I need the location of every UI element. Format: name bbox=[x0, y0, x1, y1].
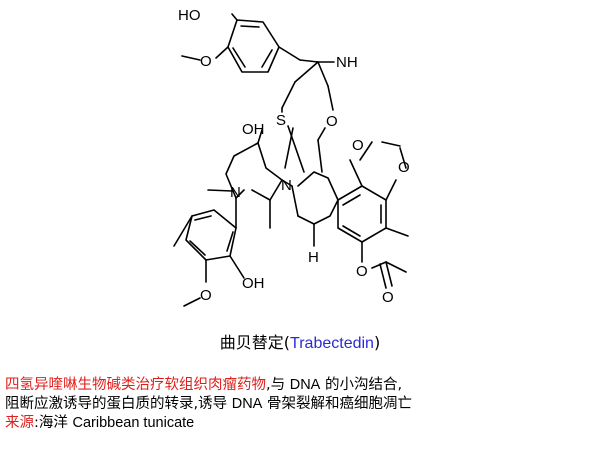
n-main-label: N bbox=[281, 177, 292, 194]
description-line-2-text-b: 骨架裂解和癌细胞凋亡 bbox=[262, 396, 412, 412]
description-line-1-text-b: 的小沟结合, bbox=[320, 377, 403, 393]
compound-caption: 曲贝替定(Trabectedin) bbox=[0, 333, 600, 354]
oh-bottom-label: OH bbox=[242, 275, 265, 292]
description-line-2-text-a: 阻断应激诱导的蛋白质的转录,诱导 bbox=[5, 396, 232, 412]
caption-open-paren: ( bbox=[283, 333, 291, 352]
compound-name-cn: 曲贝替定 bbox=[219, 333, 284, 352]
source-label: 来源 bbox=[5, 415, 34, 431]
carbonyl-oxygen-label: O bbox=[382, 289, 394, 306]
acetoxy-oxygen-label: O bbox=[356, 263, 368, 280]
ome-top-oxygen-label: O bbox=[200, 53, 212, 70]
ring-oxygen-label: O bbox=[326, 113, 338, 130]
source-origin-cn: 海洋 bbox=[38, 415, 73, 431]
caption-close-paren: ) bbox=[373, 333, 381, 352]
description-line-1-text-a: ,与 bbox=[266, 377, 290, 393]
description-line-2: 阻断应激诱导的蛋白质的转录,诱导 DNA 骨架裂解和癌细胞凋亡 bbox=[5, 395, 597, 414]
n-bridge-label: N bbox=[230, 184, 241, 201]
source-line: 来源:海洋 Caribbean tunicate bbox=[5, 414, 597, 433]
source-colon: : bbox=[34, 415, 39, 431]
ho-top-label: HO bbox=[178, 7, 201, 24]
sulfur-label: S bbox=[276, 112, 286, 129]
nh-label: NH bbox=[336, 54, 358, 71]
dioxole-o2-label: O bbox=[398, 159, 410, 176]
trabectedin-structure: HO NH O S O OH N N O O O O H OH O bbox=[173, 7, 410, 307]
dioxole-o1-label: O bbox=[352, 137, 364, 154]
bonds bbox=[173, 13, 409, 307]
dna-term-2: DNA bbox=[231, 396, 263, 412]
compound-name-en: Trabectedin bbox=[290, 335, 374, 352]
source-organism: Caribbean tunicate bbox=[72, 415, 195, 431]
drug-class-highlight: 四氢异喹啉生物碱类治疗软组织肉瘤药物 bbox=[5, 377, 266, 393]
hydrogen-label: H bbox=[308, 249, 319, 266]
oh-mid-label: OH bbox=[242, 121, 265, 138]
dna-term-1: DNA bbox=[289, 377, 321, 393]
description-line-1: 四氢异喹啉生物碱类治疗软组织肉瘤药物,与 DNA 的小沟结合, bbox=[5, 376, 597, 395]
ome-bottom-oxygen-label: O bbox=[200, 287, 212, 304]
compound-description: 四氢异喹啉生物碱类治疗软组织肉瘤药物,与 DNA 的小沟结合, 阻断应激诱导的蛋… bbox=[5, 376, 597, 433]
